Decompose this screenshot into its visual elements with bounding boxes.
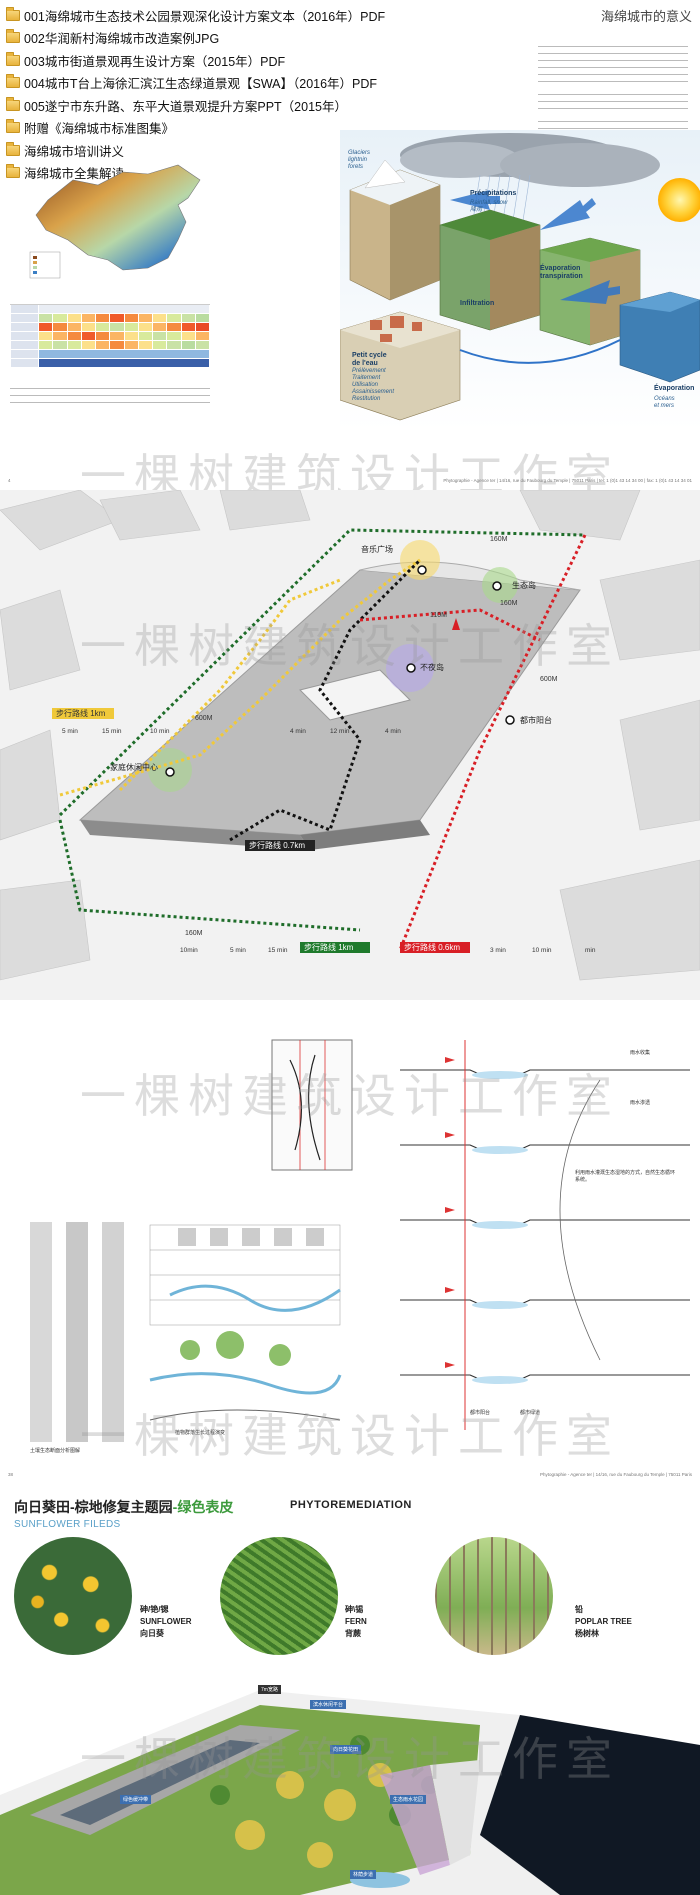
label-night-island: 不夜岛 (420, 663, 444, 672)
page-footer: 38 Phytographie - Agence ter | 14/16, ru… (8, 1472, 692, 1477)
time-label: 12 min (330, 728, 350, 735)
time-label: min (585, 947, 596, 954)
distance-label: 600M (195, 715, 213, 722)
caption-text (10, 388, 210, 409)
file-item[interactable]: 海绵城市培训讲义 (6, 139, 386, 162)
folder-icon (6, 141, 20, 156)
note-reuse: 利用雨水灌溉生态湿地的方式，自然生态循环系统。 (575, 1170, 676, 1183)
label-tag: 林荫步道 (350, 1870, 377, 1879)
note-city-balcony: 都市阳台 (470, 1410, 491, 1416)
time-label: 10 min (150, 728, 170, 735)
distance-label: 110M (430, 612, 447, 619)
rainfall-table (10, 296, 211, 368)
section-title: 向日葵田-棕地修复主题园-绿色表皮 (14, 1499, 234, 1515)
route-map (0, 490, 700, 981)
folder-icon (6, 96, 20, 111)
section-subtitle: SUNFLOWER FILEDS (14, 1519, 121, 1530)
distance-label: 160M (490, 536, 508, 543)
label-evaporation: Évaporation transpiration (540, 265, 583, 280)
panel-sections: 雨水收集 雨水渗透 利用雨水灌溉生态湿地的方式，自然生态循环系统。 土壤生态断面… (0, 1000, 700, 1485)
section-drawings (30, 1039, 690, 1442)
china-rainfall-map (29, 164, 201, 279)
panel-phytoremediation: 向日葵田-棕地修复主题园-绿色表皮 PHYTOREMEDIATION SUNFL… (0, 1485, 700, 1895)
route-bar-yellow: 步行路线 1km (56, 709, 106, 718)
distance-label: 160M (500, 600, 518, 607)
panel-walking-routes: 音乐广场 生态岛 家庭休闲中心 都市阳台 不夜岛 160M 160M 110M … (0, 490, 700, 1000)
folder-icon (6, 74, 20, 89)
plant-metal: 砷/铯/锶 (140, 1605, 169, 1614)
plant-name-cn: 背蕨 (345, 1629, 361, 1638)
label-family-center: 家庭休闲中心 (110, 763, 158, 772)
note-rain-infiltration: 雨水渗透 (630, 1100, 651, 1106)
label-tag: 向日葵花田 (330, 1745, 362, 1754)
aerial-3d-view (0, 1690, 700, 1895)
panel-sponge-city-meaning: 001海绵城市生态技术公园景观深化设计方案文本（2016年）PDF 002华润新… (0, 0, 700, 490)
time-label: 10 min (532, 947, 552, 954)
file-item[interactable]: 005遂宁市东升路、东平大道景观提升方案PPT（2015年） (6, 94, 386, 117)
folder-icon (6, 164, 20, 179)
note-greenway: 都市绿道 (520, 1410, 541, 1416)
page-footer: 4 Phytographie - Agence ter | 14/16, rue… (8, 478, 692, 483)
file-item[interactable]: 003城市街道景观再生设计方案（2015年）PDF (6, 49, 386, 72)
file-item[interactable]: 002华润新村海绵城市改造案例JPG (6, 27, 386, 50)
label-tag: 生态雨水花园 (390, 1795, 427, 1804)
water-cycle-illustration (340, 130, 700, 430)
plant-name-en: FERN (345, 1617, 367, 1626)
plant-name-en: POPLAR TREE (575, 1617, 632, 1626)
caption-soil: 土壤生态断面分析图解 (30, 1448, 81, 1454)
label-glaciers: Glaciers lightnin forets (348, 150, 371, 170)
fern-photo (220, 1537, 338, 1655)
label-tag: 7m宽路 (258, 1685, 281, 1694)
label-evaporation-2: Évaporation (654, 385, 695, 392)
time-label: 5 min (62, 728, 78, 735)
time-label: 15 min (102, 728, 122, 735)
sunflower-photo (14, 1537, 132, 1655)
file-item[interactable]: 附赠《海绵城市标准图集》 (6, 117, 386, 140)
label-precipitations: Précipitations (470, 190, 517, 197)
plant-name-en: SUNFLOWER (140, 1617, 192, 1626)
route-bar-red: 步行路线 0.6km (404, 943, 461, 952)
distance-label: 600M (540, 676, 558, 683)
time-label: 5 min (230, 947, 246, 954)
file-list: 001海绵城市生态技术公园景观深化设计方案文本（2016年）PDF 002华润新… (6, 4, 386, 184)
label-oceans: Océans et mers (654, 396, 675, 409)
folder-icon (6, 119, 20, 134)
folder-icon (6, 29, 20, 44)
label-music-plaza: 音乐广场 (361, 545, 393, 554)
label-petit-list: Prélèvement Traitement Utilisation Assai… (352, 368, 395, 402)
time-label: 4 min (385, 728, 401, 735)
time-label: 3 min (490, 947, 506, 954)
plant-metal: 铅 (575, 1605, 583, 1614)
label-petit-cycle: Petit cycle de l'eau (352, 352, 387, 367)
plant-metal: 砷\锡 (345, 1605, 364, 1614)
file-item[interactable]: 001海绵城市生态技术公园景观深化设计方案文本（2016年）PDF (6, 4, 386, 27)
label-city-balcony: 都市阳台 (520, 716, 552, 725)
label-ecology-island: 生态岛 (512, 581, 536, 590)
plant-name-cn: 向日葵 (140, 1629, 164, 1638)
folder-icon (6, 6, 20, 21)
label-precip-cn: Rainfall, snow 降雨 (470, 200, 508, 213)
caption-plants: 植物群落生长过程演变 (175, 1430, 226, 1436)
file-item[interactable]: 海绵城市全集解读 (6, 162, 386, 185)
folder-icon (6, 51, 20, 66)
plant-name-cn: 杨树林 (575, 1629, 599, 1638)
page-title: 海绵城市的意义 (600, 9, 692, 24)
label-tag: 滨水休闲平台 (310, 1700, 347, 1709)
route-bar-green: 步行路线 1km (304, 943, 354, 952)
route-bar-black: 步行路线 0.7km (249, 841, 306, 850)
file-item[interactable]: 004城市T台上海徐汇滨江生态绿道景观【SWA】（2016年）PDF (6, 72, 386, 95)
label-infiltration: Infiltration (460, 300, 495, 307)
distance-label: 160M (185, 930, 203, 937)
note-rain-collection: 雨水收集 (630, 1050, 651, 1056)
time-label: 15 min (268, 947, 288, 954)
poplar-photo (435, 1537, 553, 1655)
time-label: 10min (180, 947, 198, 954)
label-tag: 绿色缓冲带 (120, 1795, 152, 1804)
time-label: 4 min (290, 728, 306, 735)
section-title-en: PHYTOREMEDIATION (290, 1499, 412, 1511)
